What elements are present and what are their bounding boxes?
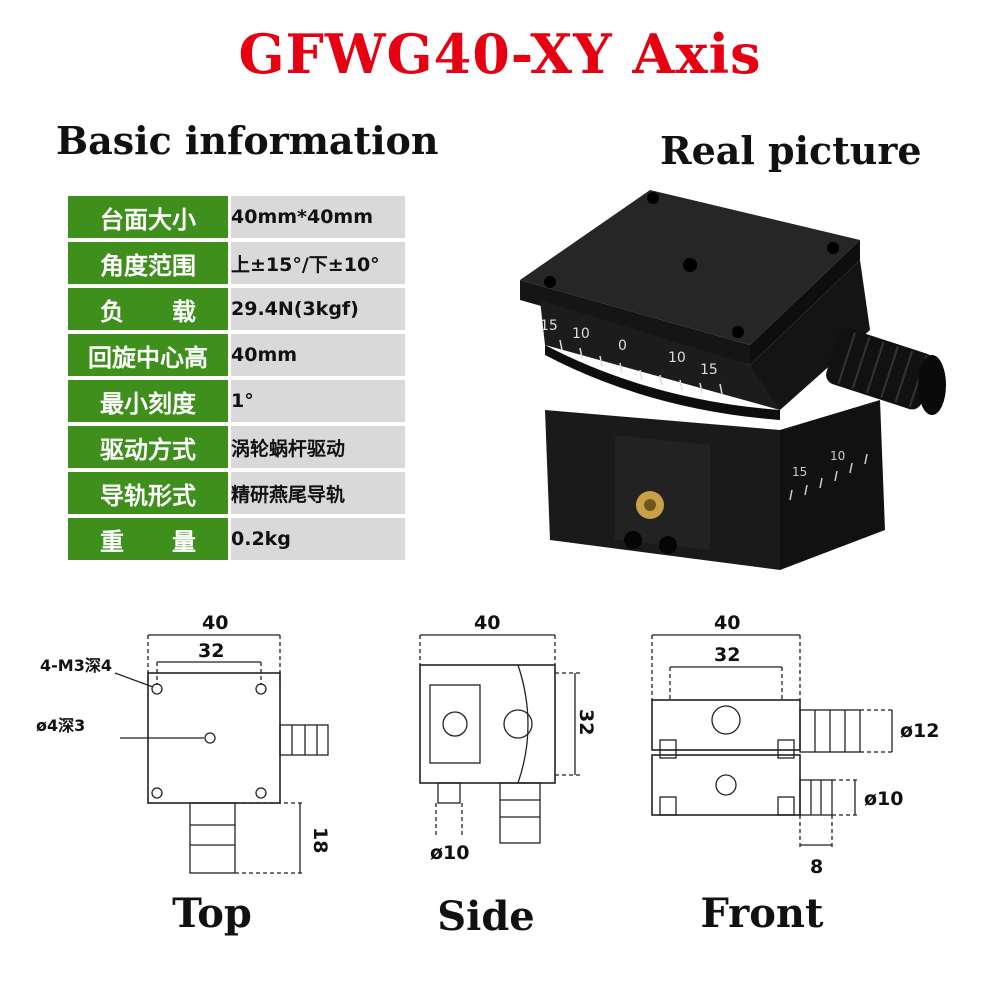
product-photo: 15 10 0 10 15 15 10: [520, 190, 946, 570]
front-view-caption: Front: [700, 890, 824, 937]
spec-value: 40mm*40mm: [231, 196, 405, 238]
scale-label: 15: [792, 465, 807, 479]
spec-key: 导轨形式: [68, 472, 231, 514]
spec-row: 导轨形式 精研燕尾导轨: [68, 472, 405, 514]
cap-screw: [624, 531, 642, 549]
side-view-drawing: 40 32 ø10: [419, 612, 597, 864]
dim-label: 8: [810, 856, 823, 878]
upper-stage-edge: [545, 345, 780, 420]
spec-row: 台面大小 40mm*40mm: [68, 196, 405, 238]
dovetail-block: [615, 435, 710, 550]
dim-label: ø12: [900, 720, 940, 742]
spec-key: 角度范围: [68, 242, 231, 284]
lower-stage-side: [780, 400, 885, 570]
top-plate-edge: [520, 280, 750, 365]
spec-value: 精研燕尾导轨: [231, 472, 405, 514]
spec-value: 1°: [231, 380, 405, 422]
scale-label: 15: [700, 362, 718, 378]
spec-value: 上±15°/下±10°: [231, 242, 405, 284]
dim-label: 40: [474, 612, 500, 634]
page-title: GFWG40-XY Axis: [238, 22, 762, 86]
dim-label: 18: [309, 827, 331, 853]
hole-callout: 4-M3深4: [40, 656, 112, 675]
top-view-drawing: 40 32 4-M3深4 ø4深3 18: [36, 612, 331, 874]
dim-label: 40: [714, 612, 740, 634]
knob-end: [918, 355, 946, 415]
real-picture-heading: Real picture: [660, 128, 922, 173]
mount-hole: [732, 326, 744, 338]
basic-info-heading: Basic information: [56, 118, 439, 163]
spec-key: 台面大小: [68, 196, 231, 238]
spec-key: 重量: [68, 518, 231, 560]
spec-key: 驱动方式: [68, 426, 231, 468]
dim-label: 32: [714, 644, 740, 666]
upper-scale: [559, 339, 723, 395]
spec-value: 40mm: [231, 334, 405, 376]
knob-knurl: [837, 332, 928, 408]
spec-table: 台面大小 40mm*40mm 角度范围 上±15°/下±10° 负载 29.4N…: [68, 192, 405, 564]
spec-value: 涡轮蜗杆驱动: [231, 426, 405, 468]
side-view-caption: Side: [437, 893, 535, 940]
center-hole-callout: ø4深3: [36, 716, 85, 735]
spec-key: 负载: [68, 288, 231, 330]
spec-row: 驱动方式 涡轮蜗杆驱动: [68, 426, 405, 468]
scale-label: 10: [572, 326, 590, 342]
spec-row: 负载 29.4N(3kgf): [68, 288, 405, 330]
spec-value: 0.2kg: [231, 518, 405, 560]
lower-scale: [789, 453, 868, 501]
adjust-knob: [826, 328, 934, 410]
scale-label: 10: [830, 449, 845, 463]
mount-hole: [827, 242, 839, 254]
spec-row: 最小刻度 1°: [68, 380, 405, 422]
dim-label: ø10: [864, 788, 904, 810]
brass-screw-slot: [644, 499, 656, 511]
spec-row: 回旋中心高 40mm: [68, 334, 405, 376]
dim-label: 32: [575, 709, 597, 735]
spec-key: 回旋中心高: [68, 334, 231, 376]
scale-label: 15: [540, 318, 558, 334]
spec-row: 角度范围 上±15°/下±10°: [68, 242, 405, 284]
scale-label: 0: [618, 338, 627, 354]
spec-row: 重量 0.2kg: [68, 518, 405, 560]
dim-label: 32: [198, 640, 224, 662]
mount-hole: [544, 276, 556, 288]
mount-hole: [647, 192, 659, 204]
spec-key: 最小刻度: [68, 380, 231, 422]
upper-stage: [540, 300, 780, 410]
dim-label: ø10: [430, 842, 470, 864]
center-hole: [683, 258, 697, 272]
dim-label: 40: [202, 612, 228, 634]
front-view-drawing: 40 32 ø12 ø10 8: [651, 612, 940, 878]
cap-screw: [659, 536, 677, 554]
top-view-caption: Top: [172, 890, 252, 937]
scale-label: 10: [668, 350, 686, 366]
top-plate-side: [750, 240, 860, 365]
spec-value: 29.4N(3kgf): [231, 288, 405, 330]
upper-stage-side: [750, 260, 870, 410]
